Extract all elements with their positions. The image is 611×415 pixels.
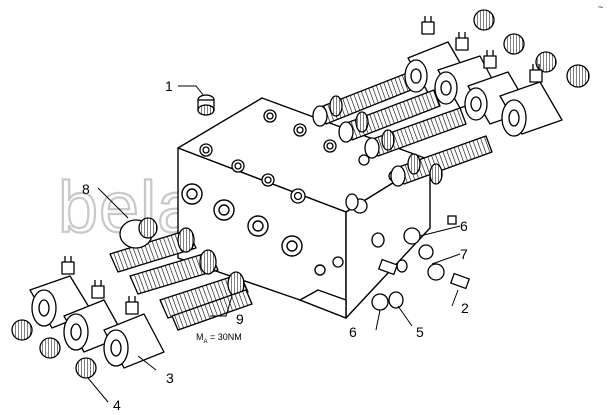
svg-text:MA = 30NM: MA = 30NM (196, 332, 242, 345)
torque-spec: MA = 30NM (196, 332, 242, 345)
leader-lines (87, 85, 461, 403)
lower-valve-2 (39, 249, 219, 359)
upper-solenoid-valves (312, 9, 590, 187)
callout-7: 7 (460, 246, 468, 262)
small-parts (345, 193, 471, 311)
callout-1: 1 (165, 78, 173, 94)
callout-4: 4 (113, 397, 121, 413)
callout-6-upper: 6 (460, 218, 468, 234)
upper-valve-3 (364, 50, 557, 159)
lower-valve-3 (75, 271, 249, 379)
callout-2: 2 (461, 300, 469, 316)
callout-5: 5 (416, 324, 424, 340)
corner-mark: ~ (598, 2, 603, 12)
lower-valve-1 (11, 227, 197, 341)
callout-9: 9 (236, 311, 244, 327)
part-8-plug (119, 217, 158, 249)
upper-valve-2 (338, 32, 525, 143)
callout-3: 3 (166, 370, 174, 386)
torque-subscript: A (204, 339, 208, 345)
callout-8: 8 (82, 181, 90, 197)
part-1-plug (197, 94, 215, 116)
callout-6-lower: 6 (349, 324, 357, 340)
part-9-stud (171, 289, 253, 331)
lower-solenoid-valves (11, 227, 249, 379)
block-front-ports (181, 183, 326, 276)
torque-value: = 30NM (208, 332, 242, 342)
upper-valve-4 (390, 64, 590, 187)
torque-symbol: M (196, 332, 204, 342)
block-top-ports (199, 109, 400, 204)
